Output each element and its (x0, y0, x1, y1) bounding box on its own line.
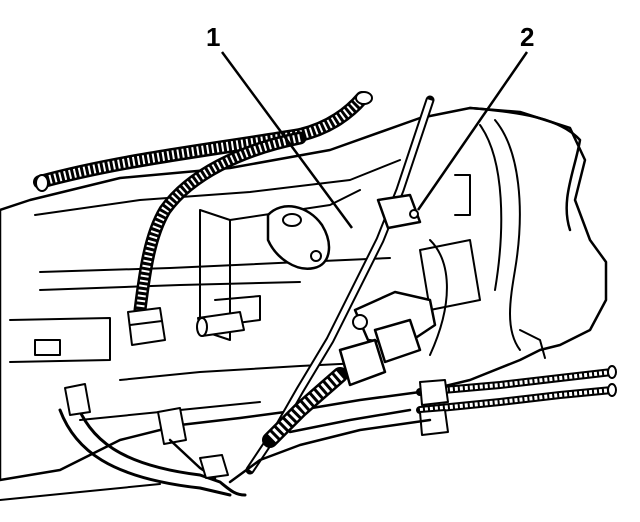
cable-bundle (228, 365, 617, 484)
transmission-housing (0, 106, 608, 482)
callout-2-label: 2 (520, 22, 534, 52)
wiring-harness (33, 91, 373, 346)
cable-bracket-assembly (338, 239, 448, 387)
callout-2-leader (416, 51, 529, 211)
callout-leaders (220, 51, 529, 229)
shift-cable (245, 95, 435, 475)
lower-lines (0, 383, 247, 501)
callout-1-leader (220, 51, 354, 229)
callout-1-label: 1 (206, 22, 220, 52)
